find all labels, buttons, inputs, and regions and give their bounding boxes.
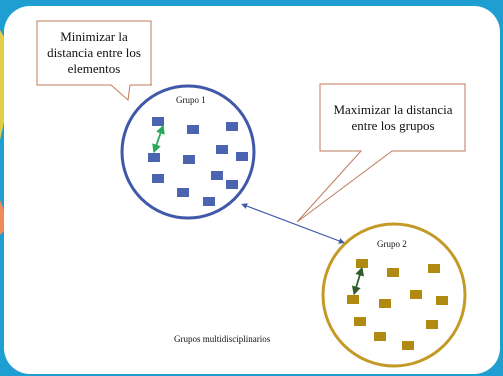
diagram-caption: Grupos multidisciplinarios [174, 334, 271, 344]
group-1-member [226, 180, 238, 189]
callout-maximize-shape [296, 83, 466, 223]
group-1-member [187, 125, 199, 134]
group-2-member [428, 264, 440, 273]
group-1-member [236, 152, 248, 161]
group-2-intra-distance-arrow [351, 266, 365, 296]
group-1-members [148, 117, 248, 206]
group-1-member [148, 153, 160, 162]
group-1-member [152, 117, 164, 126]
group-1-circle [120, 84, 256, 220]
group-2-label: Grupo 2 [377, 239, 407, 249]
group-1-label: Grupo 1 [176, 95, 206, 105]
inter-group-distance-arrow [241, 203, 345, 244]
callout-maximize-text: Maximizar la distancia entre los grupos [333, 102, 453, 133]
group-1-member [211, 171, 223, 180]
group-1-member [183, 155, 195, 164]
group-2-member [436, 296, 448, 305]
group-2-member [402, 341, 414, 350]
group-1-intra-distance-arrow [152, 124, 165, 154]
callout-minimize-shape [36, 20, 152, 101]
callout-minimize-text: Minimizar la distancia entre los element… [47, 29, 141, 76]
group-1-member [177, 188, 189, 197]
group-2-member [356, 259, 368, 268]
group-2-member [387, 268, 399, 277]
group-2-member [354, 317, 366, 326]
group-2-member [347, 295, 359, 304]
group-2-member [379, 299, 391, 308]
group-2-member [426, 320, 438, 329]
group-2-members [347, 259, 448, 350]
group-2-member [410, 290, 422, 299]
group-1-member [216, 145, 228, 154]
group-1-member [226, 122, 238, 131]
group-1-member [152, 174, 164, 183]
group-2-member [374, 332, 386, 341]
group-1-member [203, 197, 215, 206]
